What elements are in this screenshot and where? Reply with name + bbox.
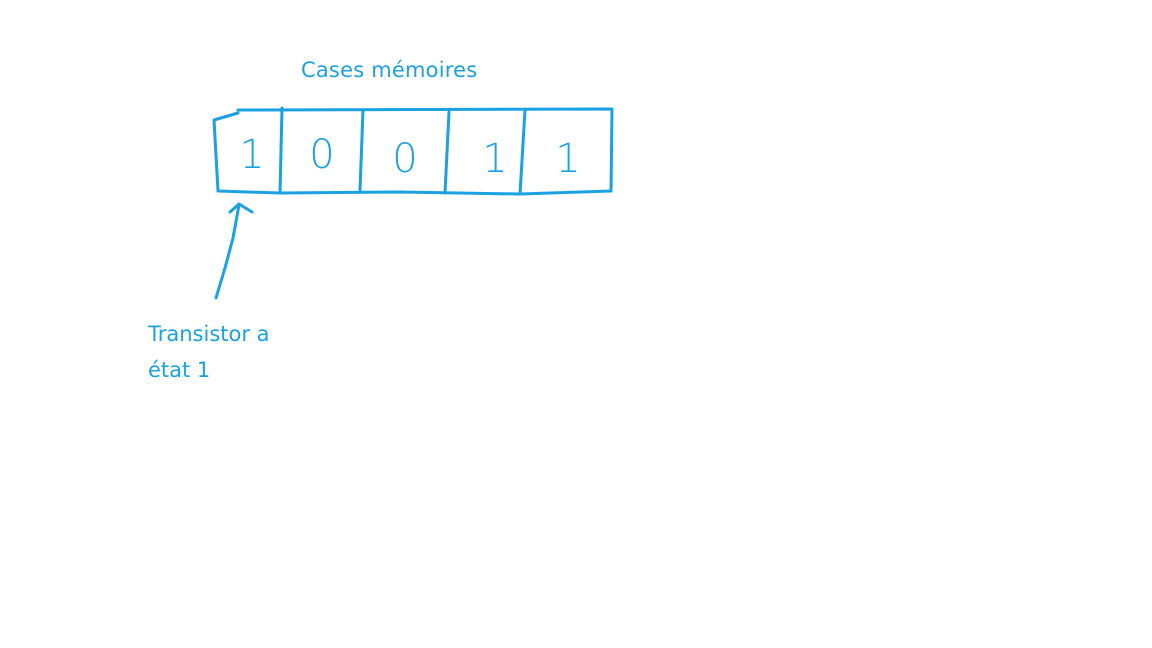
cell-value-5: 1 [555, 136, 580, 182]
cell-divider-4 [518, 108, 527, 196]
arrow-line [214, 203, 241, 300]
annotation-line-2: état 1 [148, 358, 211, 382]
diagram-title: Cases mémoires [301, 58, 478, 82]
arrow-head [228, 202, 254, 214]
cell-value-3: 0 [392, 136, 417, 182]
memory-box-outline [212, 107, 614, 196]
cell-value-1: 1 [239, 132, 264, 178]
cell-divider-1 [278, 106, 284, 195]
cell-value-2: 0 [309, 132, 334, 178]
annotation-line-1: Transistor a [148, 322, 270, 346]
cell-divider-3 [443, 110, 451, 195]
cell-value-4: 1 [482, 136, 507, 182]
cell-divider-2 [358, 108, 365, 192]
transistor-annotation: Transistor a état 1 [148, 316, 270, 388]
